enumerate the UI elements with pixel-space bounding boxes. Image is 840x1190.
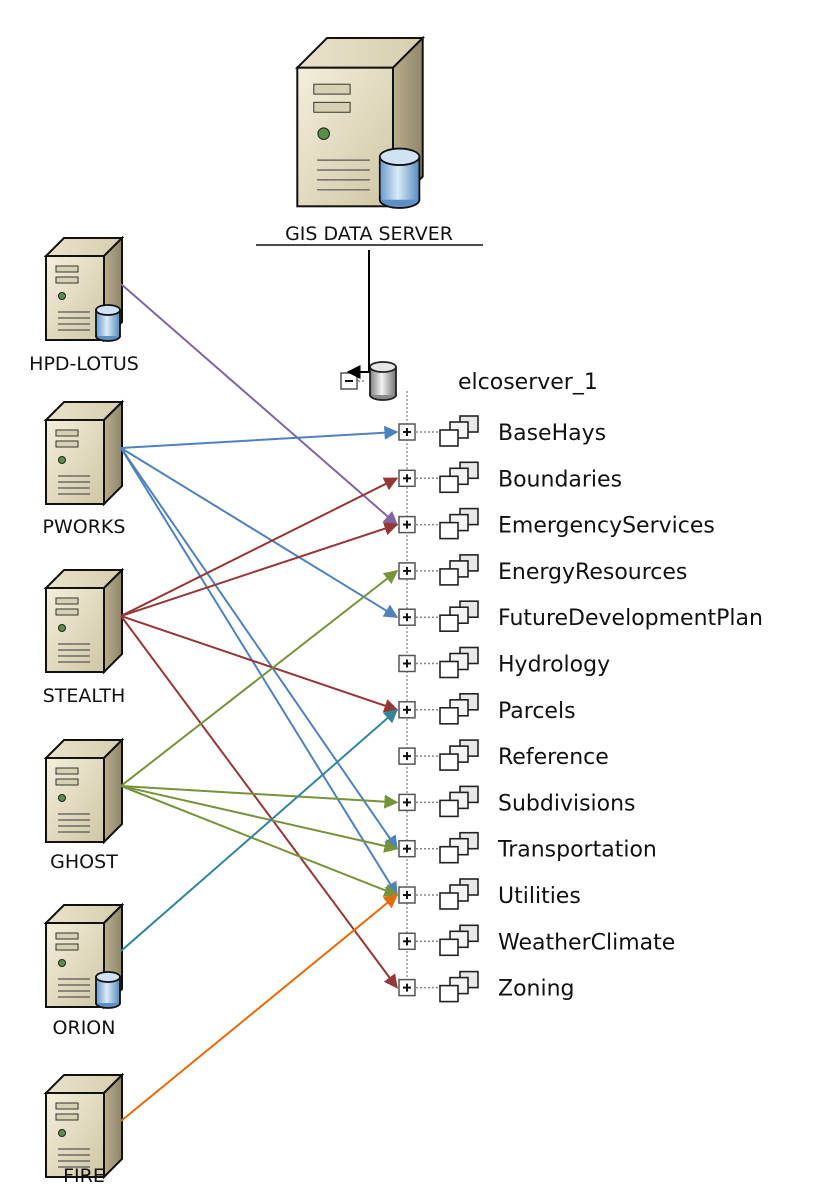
feature-dataset-icon — [439, 785, 479, 818]
feature-dataset-icon — [439, 415, 479, 447]
tree-item-label: Parcels — [498, 699, 576, 724]
tree-item-hydrology[interactable]: Hydrology — [398, 646, 610, 679]
server-hpd-lotus: HPD-LOTUS — [29, 235, 139, 375]
arrow-pworks-to-utilities — [120, 447, 398, 897]
feature-dataset-icon — [439, 739, 479, 771]
feature-dataset-icon — [439, 646, 479, 679]
arrow-pworks-to-futuredevelopmentplan — [120, 447, 399, 619]
feature-dataset-icon — [439, 831, 479, 864]
arrow-hpd-lotus-to-emergencyservices — [120, 283, 399, 526]
feature-dataset-icon — [439, 970, 479, 1003]
tree-root-label: elcoserver_1 — [458, 370, 598, 395]
expand-toggle-icon[interactable] — [398, 608, 416, 626]
server-icon — [43, 399, 125, 507]
gis-data-server: GIS DATA SERVER — [256, 35, 483, 246]
tree-item-weatherclimate[interactable]: WeatherClimate — [398, 924, 675, 957]
database-server-icon — [43, 902, 125, 1010]
database-server-icon — [43, 235, 125, 343]
server-icon — [43, 737, 125, 845]
expand-toggle-icon[interactable] — [398, 701, 416, 719]
tree-item-label: Zoning — [498, 977, 575, 1002]
server-label: HPD-LOTUS — [29, 353, 139, 375]
expand-toggle-icon[interactable] — [398, 932, 416, 951]
gis-data-server-label: GIS DATA SERVER — [285, 223, 453, 245]
tree-items: BaseHaysBoundariesEmergencyServicesEnerg… — [398, 391, 763, 1003]
tree-item-emergencyservices[interactable]: EmergencyServices — [398, 507, 715, 540]
arrow-gis-server-to-tree — [346, 250, 370, 379]
arrow-ghost-to-transportation — [120, 785, 399, 853]
expand-toggle-icon[interactable] — [398, 515, 416, 534]
feature-dataset-icon — [439, 507, 479, 540]
connection-arrows — [120, 250, 399, 1122]
server-label: GHOST — [50, 851, 118, 873]
server-ghost: GHOST — [43, 737, 125, 873]
arrow-pworks-to-transportation — [120, 447, 398, 850]
server-label: PWORKS — [43, 516, 126, 538]
tree-item-label: Boundaries — [498, 467, 622, 492]
tree-item-basehays[interactable]: BaseHays — [398, 415, 606, 447]
arrow-orion-to-parcels — [120, 708, 399, 952]
tree-item-label: Subdivisions — [498, 791, 636, 816]
client-servers: HPD-LOTUS PWORKS STEALTH GHOST ORION FIRE — [29, 235, 139, 1187]
feature-dataset-icon — [439, 924, 479, 957]
arrow-pworks-to-basehays — [120, 425, 399, 449]
server-pworks: PWORKS — [43, 399, 126, 538]
expand-toggle-icon[interactable] — [398, 469, 416, 488]
expand-toggle-icon[interactable] — [398, 839, 416, 858]
tree-item-label: BaseHays — [498, 421, 606, 446]
arrow-fire-to-utilities — [120, 894, 399, 1122]
tree-item-transportation[interactable]: Transportation — [398, 831, 657, 864]
arrow-stealth-to-zoning — [120, 615, 398, 989]
arrow-stealth-to-boundaries — [120, 477, 399, 617]
arrow-ghost-to-utilities — [120, 785, 399, 897]
arrow-stealth-to-parcels — [120, 615, 399, 713]
expand-toggle-icon[interactable] — [398, 747, 416, 765]
server-label: ORION — [53, 1017, 116, 1039]
arrow-stealth-to-emergencyservices — [120, 521, 399, 617]
feature-dataset-icon — [439, 692, 479, 725]
server-label: STEALTH — [43, 685, 126, 707]
tree-item-parcels[interactable]: Parcels — [398, 692, 576, 725]
feature-dataset-icon — [439, 600, 479, 633]
feature-dataset-icon — [439, 878, 479, 910]
feature-dataset-icon — [439, 554, 479, 586]
server-icon — [43, 1072, 125, 1180]
server-orion: ORION — [43, 902, 125, 1039]
arrow-ghost-to-energyresources — [120, 570, 399, 787]
tree-item-label: FutureDevelopmentPlan — [498, 606, 763, 631]
expand-toggle-icon[interactable] — [398, 654, 416, 673]
server-stealth: STEALTH — [43, 567, 126, 707]
tree-item-label: Hydrology — [498, 653, 610, 678]
tree-item-label: EmergencyServices — [498, 514, 715, 539]
tree-item-label: Reference — [498, 745, 609, 770]
collapse-toggle-icon[interactable] — [340, 372, 366, 390]
tree-item-energyresources[interactable]: EnergyResources — [398, 554, 687, 586]
tree-item-label: Transportation — [497, 838, 657, 863]
feature-dataset-icon — [439, 461, 479, 494]
tree-root[interactable]: elcoserver_1 — [340, 361, 598, 401]
tree-item-label: Utilities — [498, 884, 581, 909]
database-icon — [369, 361, 397, 401]
server-icon — [43, 567, 125, 675]
server-fire: FIRE — [43, 1072, 125, 1187]
expand-toggle-icon[interactable] — [398, 423, 416, 441]
expand-toggle-icon[interactable] — [398, 793, 416, 812]
tree-item-boundaries[interactable]: Boundaries — [398, 461, 622, 494]
expand-toggle-icon[interactable] — [398, 886, 416, 904]
expand-toggle-icon[interactable] — [398, 978, 416, 997]
tree-item-utilities[interactable]: Utilities — [398, 878, 581, 910]
expand-toggle-icon[interactable] — [398, 562, 416, 580]
tree-item-label: WeatherClimate — [498, 930, 675, 955]
server-label: FIRE — [63, 1165, 105, 1187]
arrow-ghost-to-subdivisions — [120, 785, 399, 809]
tree-item-subdivisions[interactable]: Subdivisions — [398, 785, 636, 818]
database-server-icon — [294, 35, 426, 209]
tree-item-futuredevelopmentplan[interactable]: FutureDevelopmentPlan — [398, 600, 763, 633]
geodatabase-tree: elcoserver_1 BaseHaysBoundariesEmergency… — [340, 361, 763, 1003]
tree-item-label: EnergyResources — [498, 560, 687, 585]
tree-item-reference[interactable]: Reference — [398, 739, 609, 771]
tree-item-zoning[interactable]: Zoning — [398, 970, 575, 1003]
